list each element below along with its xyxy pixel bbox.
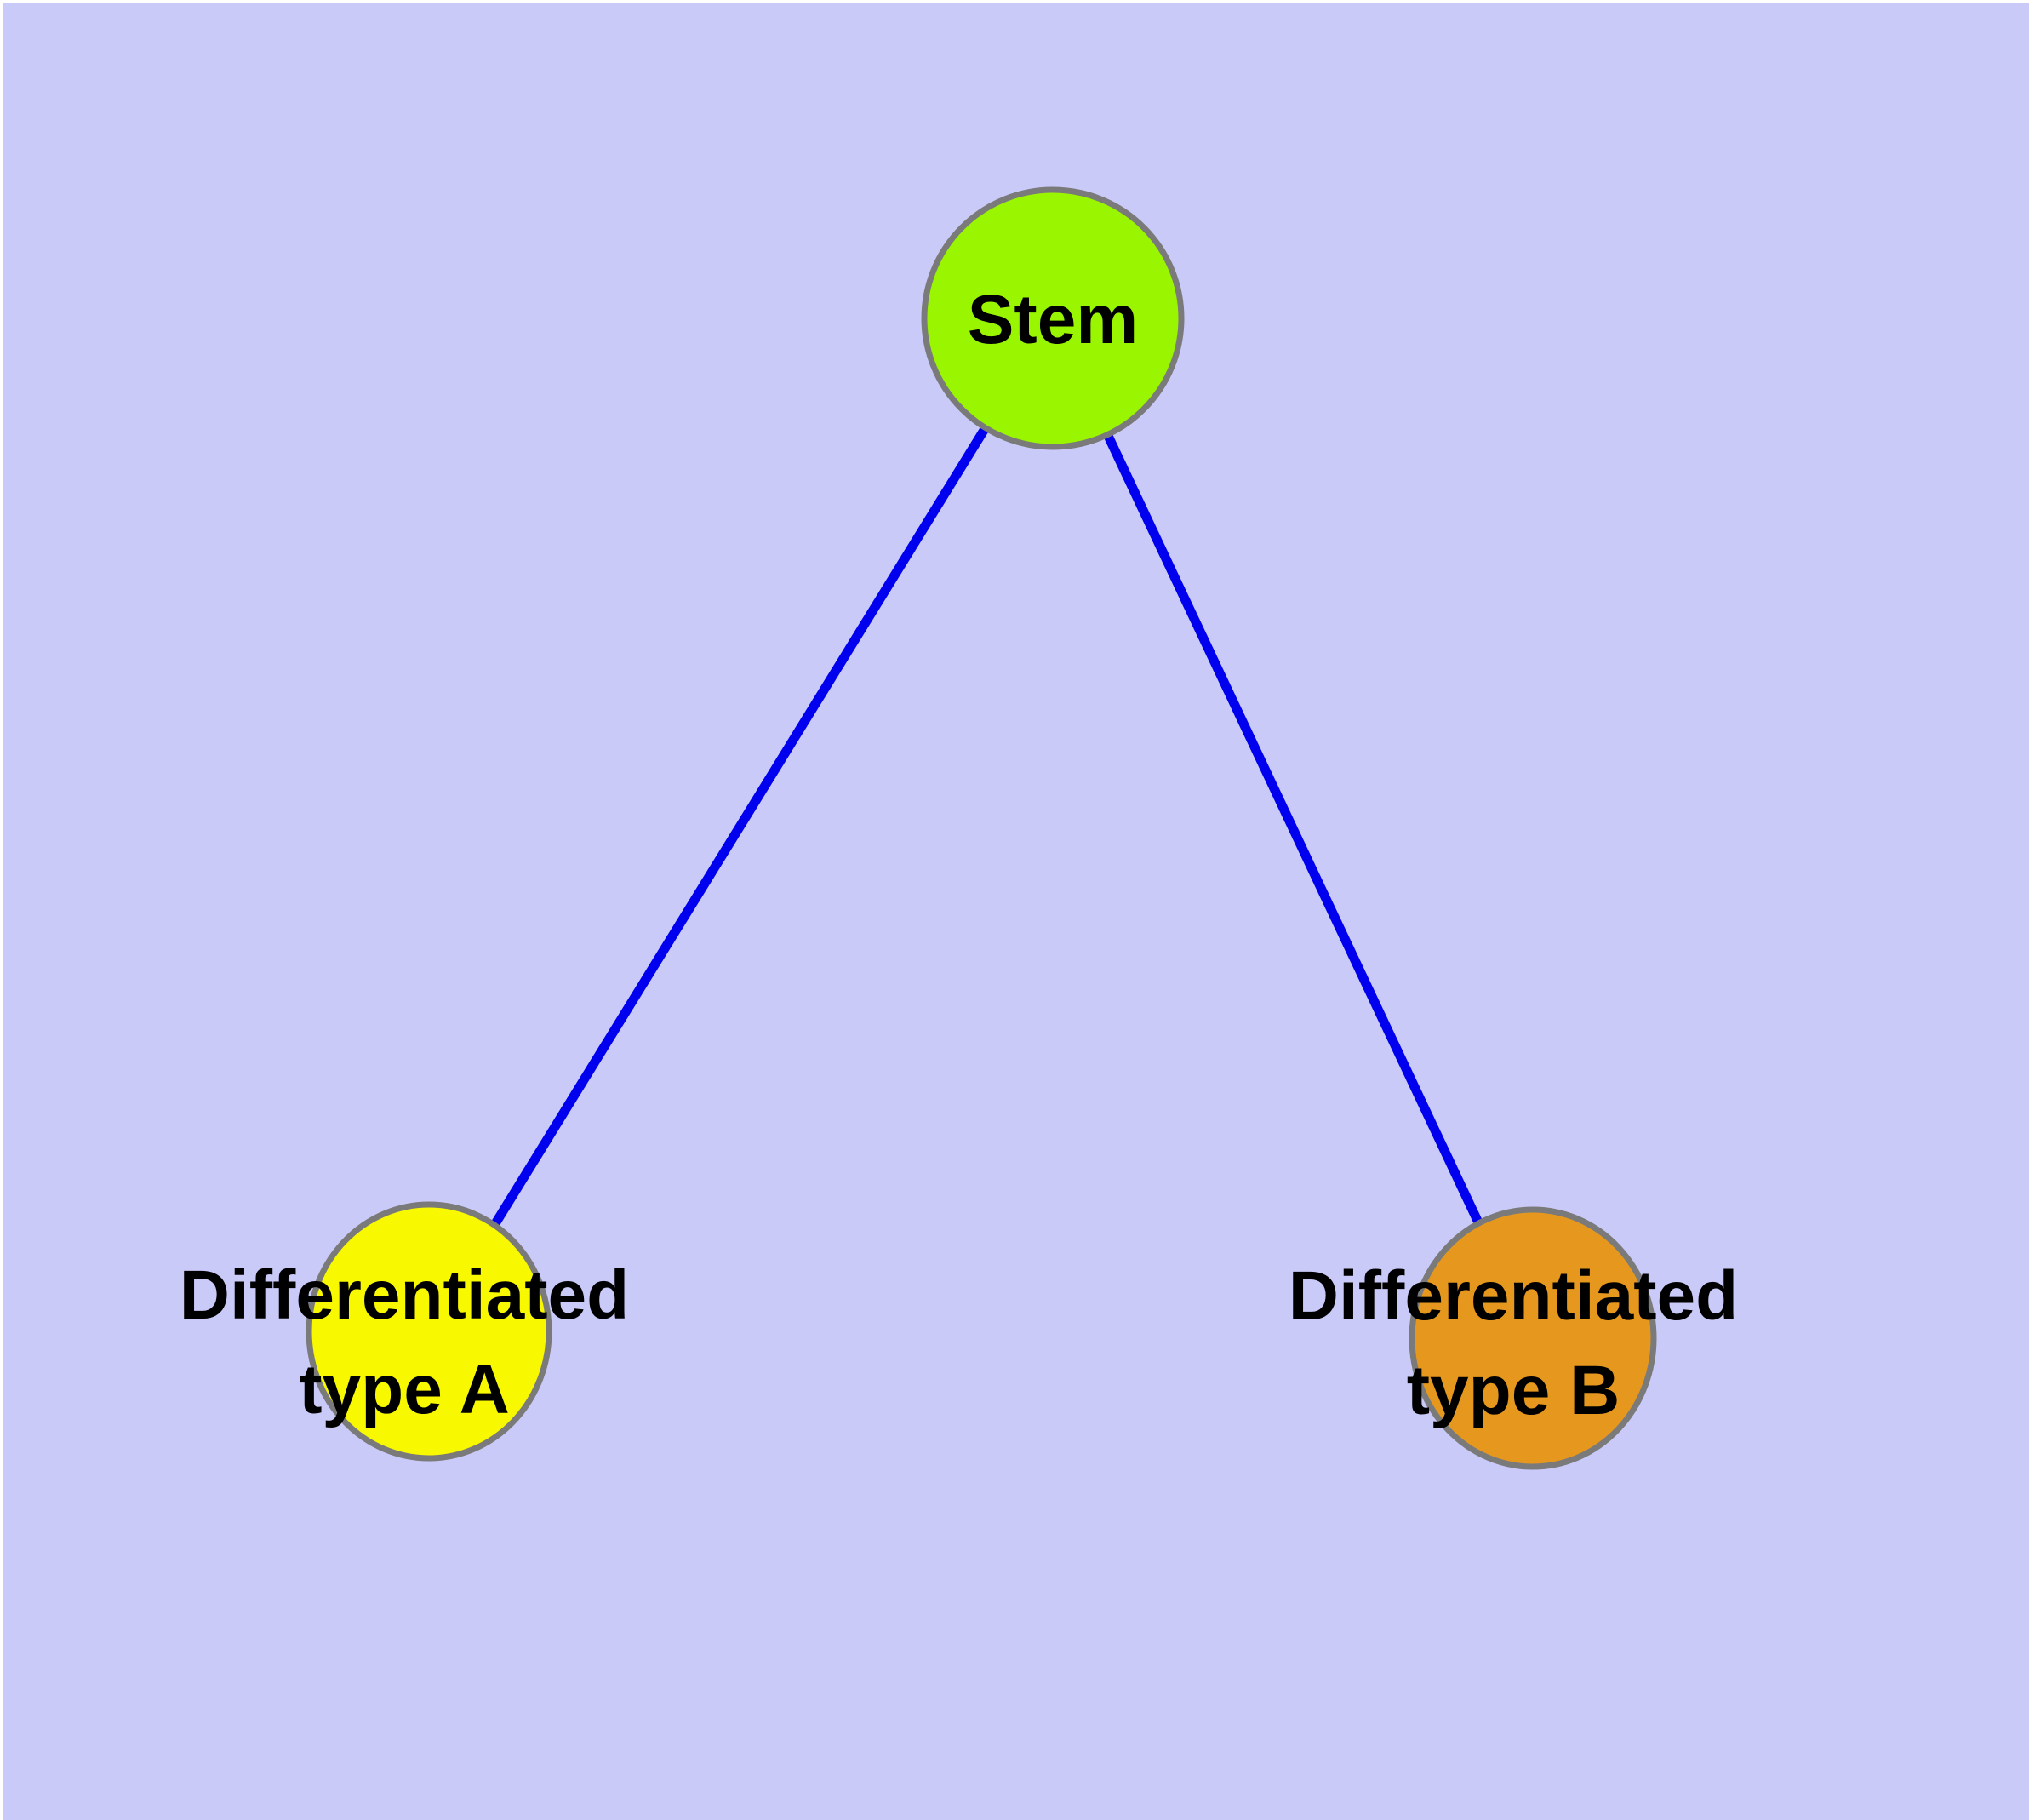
differentiated-type-a-label-line2: type A <box>299 1351 510 1428</box>
differentiated-type-b-label-line1: Differentiated <box>1289 1257 1739 1335</box>
stem-node[interactable] <box>921 186 1185 450</box>
canvas-edge-top <box>0 0 2029 3</box>
differentiated-type-b-label-line2: type B <box>1407 1352 1620 1429</box>
differentiated-type-b-node[interactable] <box>1409 1206 1657 1470</box>
differentiated-type-a-label-line1: Differentiated <box>180 1256 630 1334</box>
canvas-edge-left <box>0 0 3 1820</box>
edge-stem-to-type-a <box>425 316 1057 1334</box>
stem-node-label: Stem <box>968 281 1139 358</box>
edge-stem-to-type-b <box>1049 316 1537 1341</box>
differentiated-type-a-node[interactable] <box>306 1201 552 1462</box>
